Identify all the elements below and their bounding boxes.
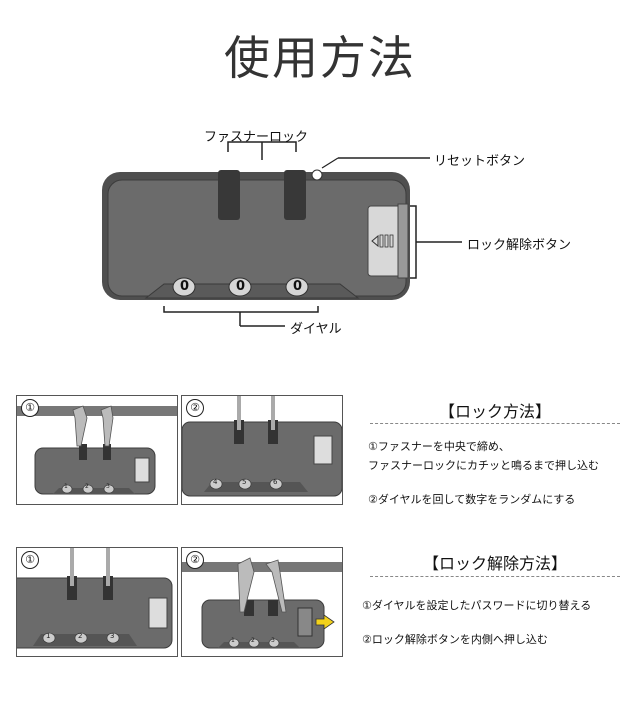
reset-button-circle	[311, 169, 323, 181]
zipper-slot-right	[284, 170, 306, 220]
dial-digit-3: 0	[293, 279, 303, 294]
zipper-slot-left	[218, 170, 240, 220]
lock-step1-line1: ①ファスナーを中央で締め、	[368, 440, 510, 453]
lock-body	[107, 179, 407, 297]
lock-step2-panel: ② 4 5 6	[181, 395, 343, 505]
unlock-step1-panel: ① 1 2 3	[16, 547, 178, 657]
step-number: ①	[21, 551, 39, 569]
step-number: ②	[186, 551, 204, 569]
unlock-step2: ②ロック解除ボタンを内側へ押し込む	[362, 633, 548, 646]
label-zipper-lock: ファスナーロック	[204, 130, 309, 145]
unlock-step1: ①ダイヤルを設定したパスワードに切り替える	[362, 599, 592, 612]
unlock-step2-panel: ② 1 2 3	[181, 547, 343, 657]
lock-diagram	[102, 141, 462, 327]
push-arrow-icon	[315, 614, 335, 630]
page-title: 使用方法	[224, 31, 416, 85]
label-reset-button: リセットボタン	[434, 154, 526, 169]
dial-2	[228, 277, 252, 297]
unlock-divider	[370, 576, 620, 577]
step-number: ①	[21, 399, 39, 417]
unlock-heading: 【ロック解除方法】	[422, 554, 567, 573]
dial-digit-2: 0	[236, 279, 246, 294]
dial-3	[285, 277, 309, 297]
lock-step1-line2: ファスナーロックにカチッと鳴るまで押し込む	[368, 459, 599, 472]
label-unlock-button: ロック解除ボタン	[467, 238, 572, 253]
step-number: ②	[186, 399, 204, 417]
lock-step2: ②ダイヤルを回して数字をランダムにする	[368, 493, 576, 506]
lock-divider	[370, 423, 620, 424]
lock-heading: 【ロック方法】	[438, 402, 551, 421]
label-dial: ダイヤル	[290, 322, 342, 337]
dial-digit-1: 0	[180, 279, 190, 294]
dial-1	[172, 277, 196, 297]
lock-step1-panel: ① 1 2 3	[16, 395, 178, 505]
